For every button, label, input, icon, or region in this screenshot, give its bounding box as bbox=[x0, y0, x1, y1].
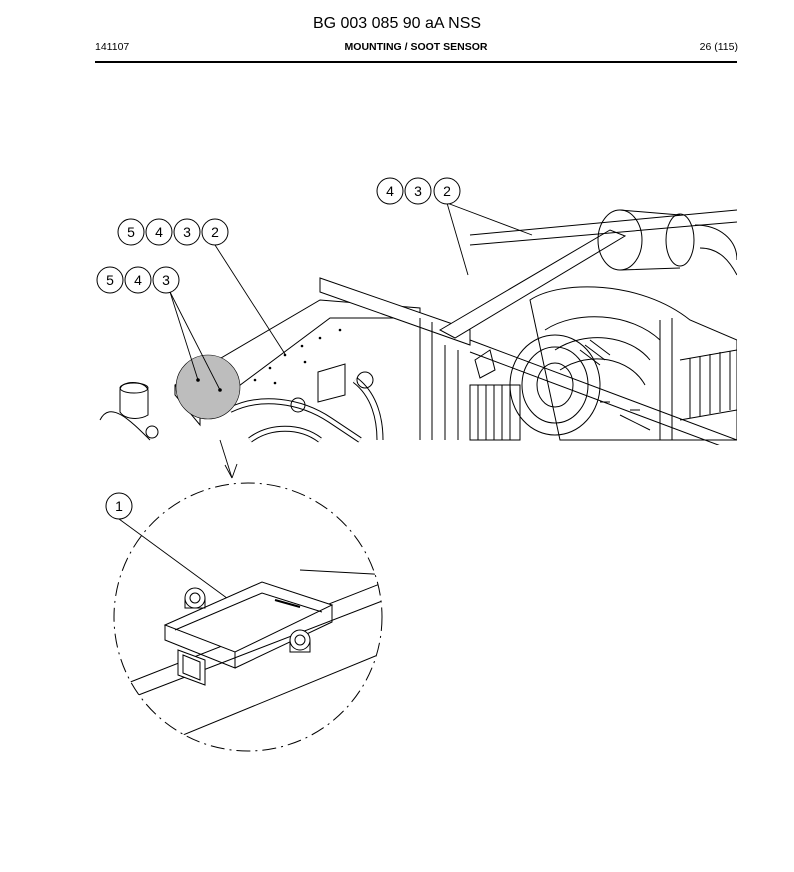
detail-view-boundary bbox=[113, 482, 383, 752]
callout-group-upper-left bbox=[117, 218, 229, 246]
page-number: 26 (115) bbox=[699, 41, 738, 53]
callout-label: 3 bbox=[162, 272, 170, 288]
sensor-location-highlight bbox=[175, 354, 241, 420]
section-title: MOUNTING / SOOT SENSOR bbox=[344, 41, 488, 53]
header-rule bbox=[95, 61, 737, 63]
callout-group-lower-left bbox=[96, 266, 180, 294]
callout-group-detail bbox=[105, 492, 133, 520]
soot-sensor-detail bbox=[114, 569, 382, 751]
chassis-illustration bbox=[99, 209, 737, 445]
callout-label: 2 bbox=[211, 224, 219, 240]
document-title: BG 003 085 90 aA NSS bbox=[312, 15, 482, 32]
callout-label: 3 bbox=[183, 224, 191, 240]
callout-group-top-right bbox=[376, 177, 461, 205]
callout-label: 3 bbox=[414, 183, 422, 199]
callout-label: 5 bbox=[127, 224, 135, 240]
callout-label: 4 bbox=[386, 183, 394, 199]
date-code: 141107 bbox=[95, 41, 130, 53]
callout-label: 4 bbox=[155, 224, 163, 240]
callout-label: 2 bbox=[443, 183, 451, 199]
callout-label: 4 bbox=[134, 272, 142, 288]
leader-lines bbox=[118, 202, 533, 616]
callout-label: 1 bbox=[115, 498, 123, 514]
callout-label: 5 bbox=[106, 272, 114, 288]
